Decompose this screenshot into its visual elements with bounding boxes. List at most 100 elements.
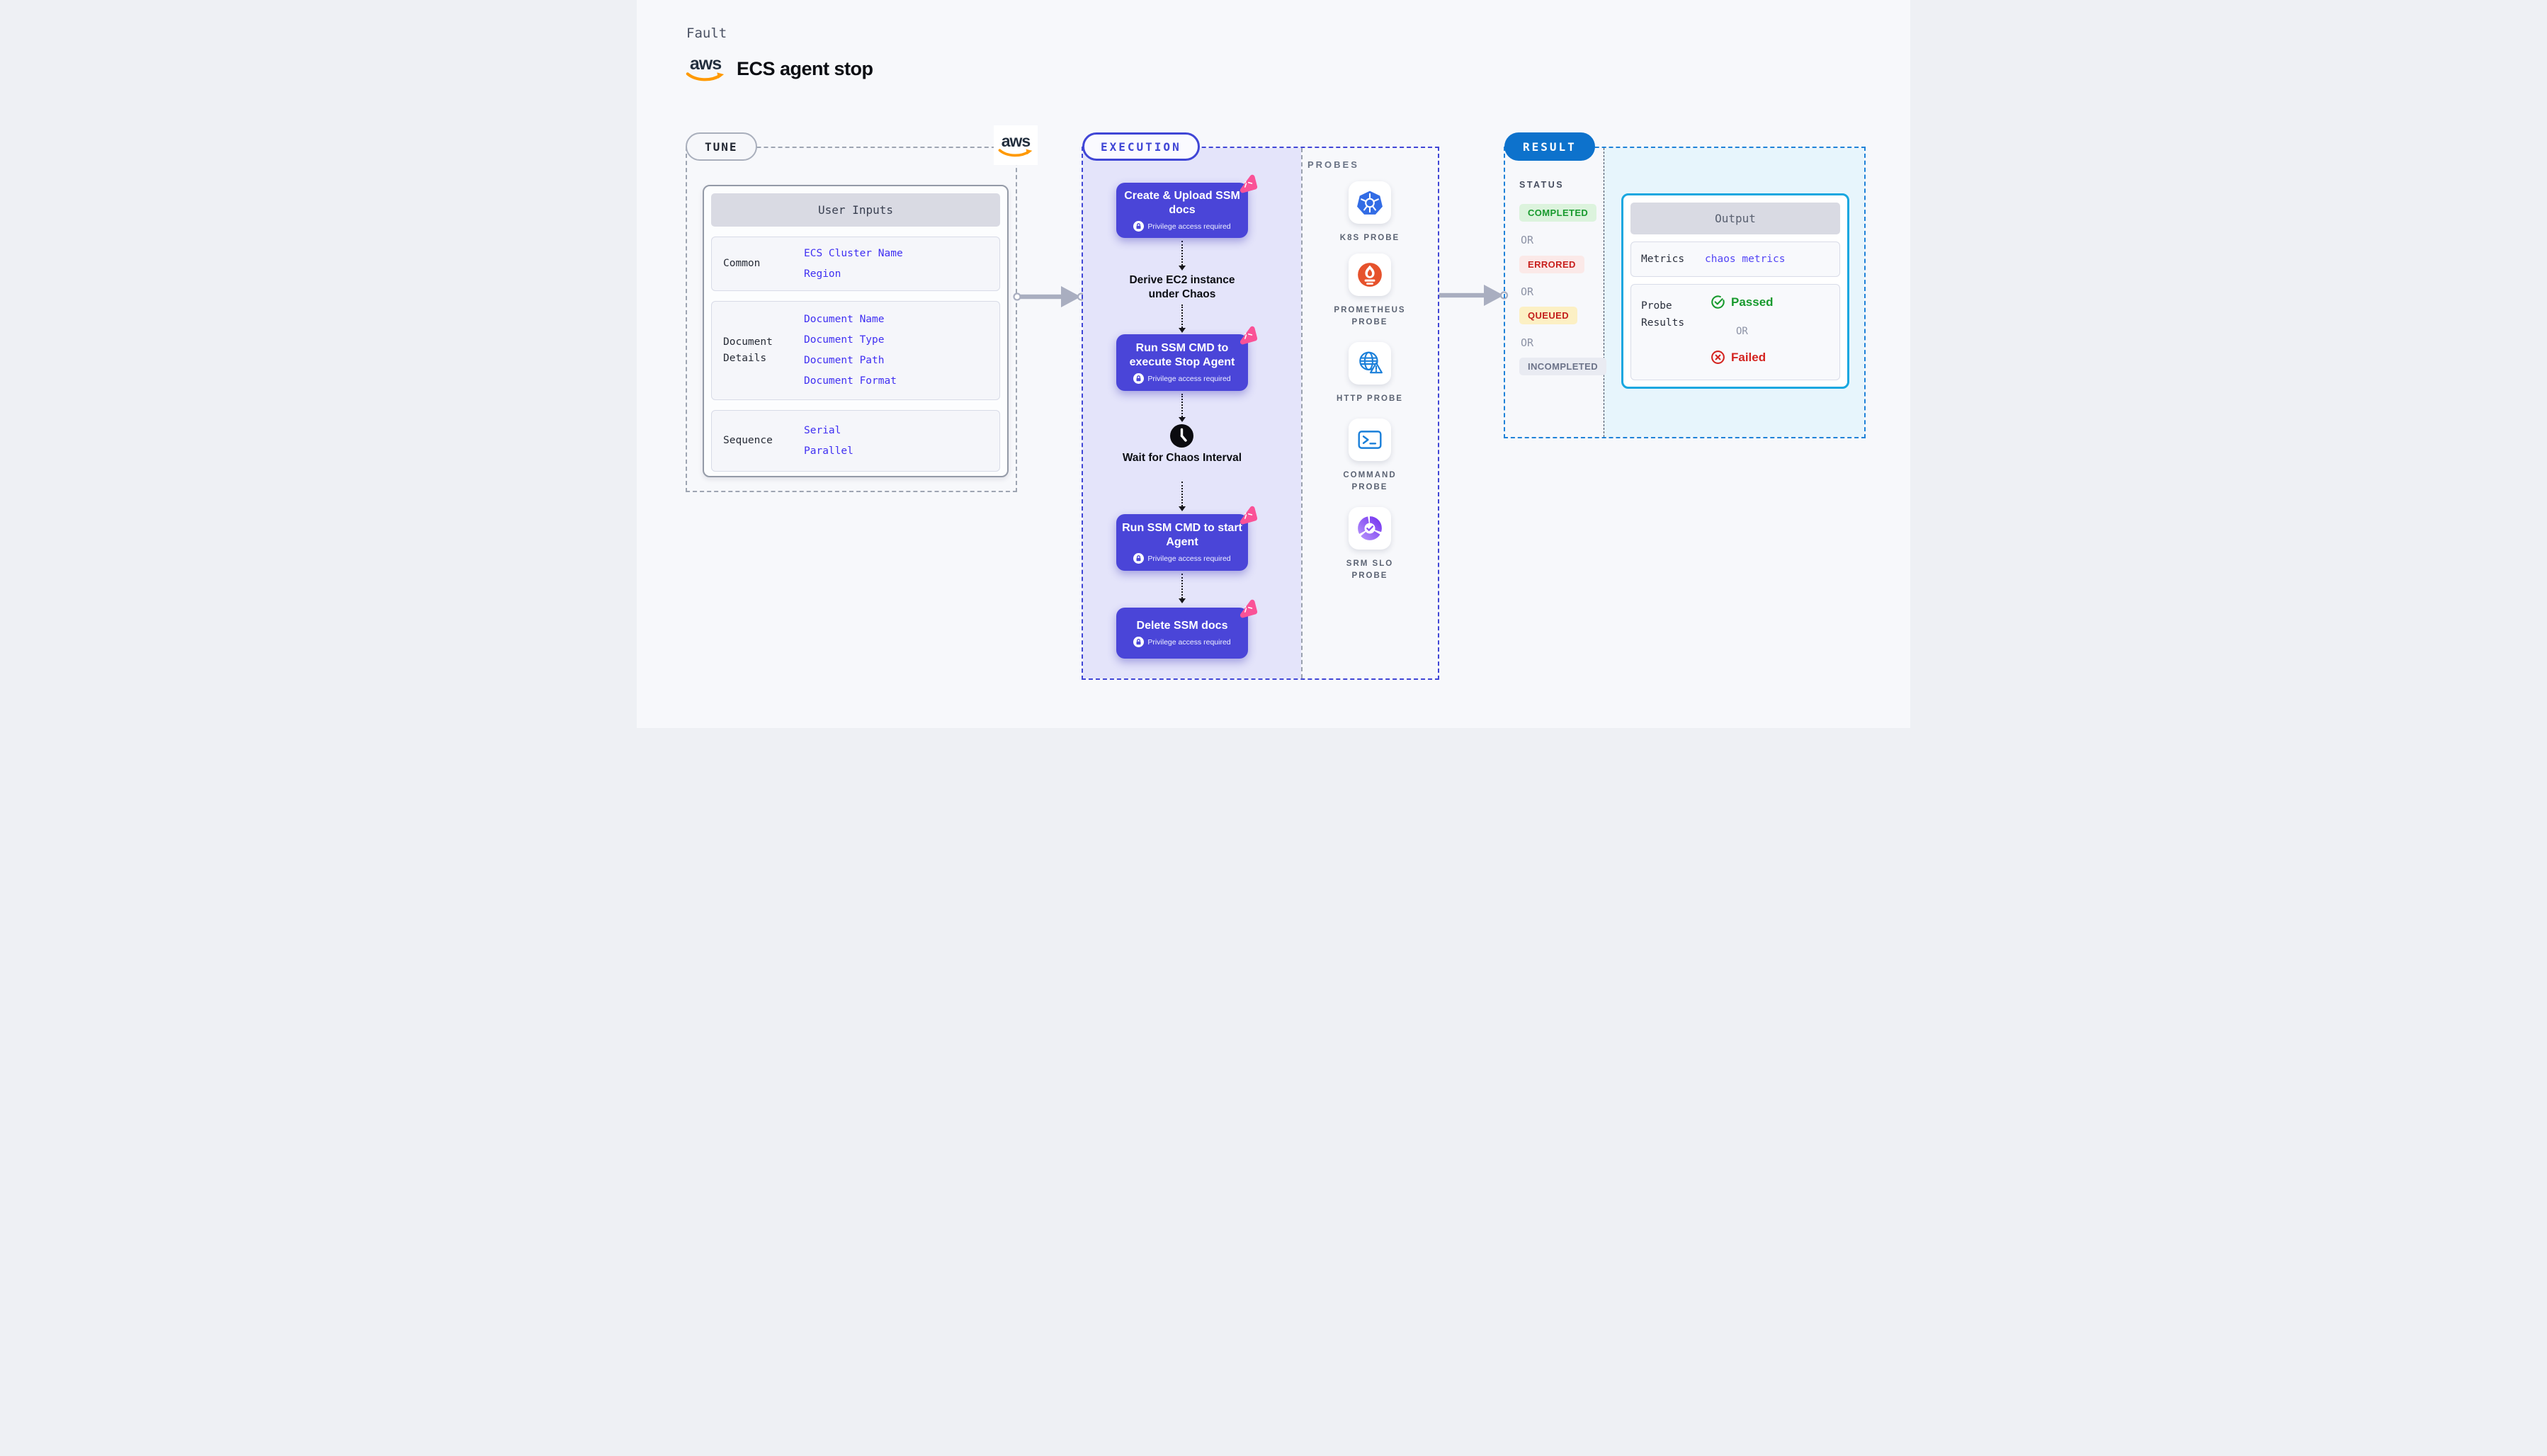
lock-icon <box>1133 373 1145 384</box>
step-delete-ssm-docs: Delete SSM docs Privilege access require… <box>1116 599 1258 659</box>
input-link[interactable]: Serial <box>804 424 841 436</box>
diagram-canvas: Fault aws ECS agent stop TUNE aws User I… <box>637 0 1910 728</box>
probe-http: HTTP PROBE <box>1331 342 1409 405</box>
output-card: Output Metrics chaos metrics Probe Resul… <box>1621 193 1849 389</box>
lock-icon <box>1133 637 1145 647</box>
tune-section <box>686 147 1017 492</box>
status-badge-completed: COMPLETED <box>1519 204 1597 222</box>
dotted-arrow-icon <box>1176 574 1188 603</box>
status-badge-errored: ERRORED <box>1519 256 1584 273</box>
probe-result-passed: Passed <box>1711 295 1774 309</box>
input-link[interactable]: Document Name <box>804 314 885 325</box>
user-input-row-common: Common ECS Cluster Name Region <box>711 237 1000 291</box>
privilege-note: Privilege access required <box>1133 373 1231 384</box>
dotted-arrow-icon <box>1176 394 1188 422</box>
status-badge-queued: QUEUED <box>1519 307 1578 324</box>
probe-results-label: Probe Results <box>1641 300 1685 329</box>
http-globe-icon <box>1359 351 1383 374</box>
aws-logo-icon: aws <box>686 55 725 82</box>
aws-smile-icon <box>998 148 1033 157</box>
input-link[interactable]: Parallel <box>804 445 853 457</box>
aws-logo-text: aws <box>689 54 722 74</box>
chaos-step-badge-icon <box>1240 506 1258 525</box>
probe-result-failed: Failed <box>1711 350 1766 365</box>
failed-x-icon <box>1711 351 1725 364</box>
status-heading: STATUS <box>1519 180 1565 190</box>
step-title: Run SSM CMD to execute Stop Agent <box>1129 342 1235 368</box>
or-label: OR <box>1736 326 1748 337</box>
user-inputs-header: User Inputs <box>711 193 1000 227</box>
step-title: Delete SSM docs <box>1136 620 1228 632</box>
status-badge-incompleted: INCOMPLETED <box>1519 358 1607 375</box>
dotted-arrow-icon <box>1176 305 1188 333</box>
probes-heading: PROBES <box>1307 159 1359 170</box>
probe-card <box>1349 507 1391 550</box>
step-run-ssm-cmd-stop-agent: Run SSM CMD to execute Stop Agent Privil… <box>1116 326 1258 391</box>
passed-check-icon <box>1711 295 1725 309</box>
flow-arrow-icon <box>1013 286 1086 307</box>
probe-prometheus: PROMETHEUS PROBE <box>1331 254 1409 329</box>
dotted-arrow-icon <box>1176 241 1188 271</box>
step-create-upload-ssm-docs: Create & Upload SSM docs Privilege acces… <box>1116 174 1258 238</box>
flow-note-derive-ec2: Derive EC2 instance under Chaos <box>1129 274 1235 300</box>
aws-logo-icon: aws <box>998 131 1033 158</box>
tune-pill: TUNE <box>686 132 757 161</box>
row-values: ECS Cluster Name Region <box>804 244 999 285</box>
step-title: Run SSM CMD to start Agent <box>1122 522 1242 548</box>
output-header: Output <box>1630 203 1840 234</box>
flow-arrow-icon <box>1439 285 1509 306</box>
or-label: OR <box>1521 234 1534 246</box>
title-row: aws ECS agent stop <box>686 55 873 82</box>
prometheus-icon <box>1358 263 1382 287</box>
probe-srm-slo: SRM SLO PROBE <box>1331 507 1409 582</box>
input-link[interactable]: ECS Cluster Name <box>804 247 903 259</box>
aws-smile-icon <box>686 72 725 81</box>
terminal-icon <box>1358 431 1382 449</box>
row-label: Document Details <box>723 336 773 364</box>
chaos-step-badge-icon <box>1240 174 1258 193</box>
input-link[interactable]: Region <box>804 268 841 280</box>
step-title: Create & Upload SSM docs <box>1124 190 1240 216</box>
result-pill: RESULT <box>1504 132 1595 161</box>
probe-card <box>1349 254 1391 296</box>
probe-command: COMMAND PROBE <box>1331 419 1409 494</box>
dotted-arrow-icon <box>1176 482 1188 511</box>
fault-kind-label: Fault <box>686 25 727 41</box>
aws-corner-logo: aws <box>994 125 1038 165</box>
probe-card <box>1349 181 1391 224</box>
probes-divider <box>1301 148 1303 678</box>
page-title: ECS agent stop <box>737 57 873 79</box>
probe-card <box>1349 419 1391 461</box>
metrics-label: Metrics <box>1641 254 1685 265</box>
step-run-ssm-cmd-start-agent: Run SSM CMD to start Agent Privilege acc… <box>1116 506 1258 571</box>
chaos-metrics-link[interactable]: chaos metrics <box>1705 254 1786 265</box>
privilege-note: Privilege access required <box>1133 637 1231 647</box>
user-input-row-document-details: Document Details Document Name Document … <box>711 301 1000 400</box>
flow-note-wait-interval: Wait for Chaos Interval <box>1122 452 1242 464</box>
srm-slo-donut-icon <box>1358 516 1382 540</box>
row-label: Sequence <box>723 434 773 446</box>
user-inputs-card: User Inputs Common ECS Cluster Name Regi… <box>703 185 1009 477</box>
row-label: Common <box>723 257 761 269</box>
chaos-step-badge-icon <box>1240 599 1258 618</box>
input-link[interactable]: Document Type <box>804 334 885 346</box>
input-link[interactable]: Document Path <box>804 355 885 366</box>
row-values: Serial Parallel <box>804 421 999 462</box>
execution-pill: EXECUTION <box>1082 132 1200 161</box>
or-label: OR <box>1521 285 1534 298</box>
privilege-note: Privilege access required <box>1133 553 1231 564</box>
chaos-step-badge-icon <box>1240 326 1258 345</box>
privilege-note: Privilege access required <box>1133 221 1231 232</box>
probe-card <box>1349 342 1391 385</box>
metrics-row: Metrics chaos metrics <box>1630 241 1840 277</box>
input-link[interactable]: Document Format <box>804 375 897 387</box>
lock-icon <box>1133 553 1145 564</box>
aws-logo-text: aws <box>1001 131 1031 150</box>
or-label: OR <box>1521 336 1534 349</box>
lock-icon <box>1133 221 1145 232</box>
user-input-row-sequence: Sequence Serial Parallel <box>711 410 1000 472</box>
probe-k8s: K8S PROBE <box>1331 181 1409 244</box>
wait-clock-icon <box>1169 423 1194 452</box>
probe-results-row: Probe Results Passed OR Failed <box>1630 284 1840 380</box>
row-values: Document Name Document Type Document Pat… <box>804 309 999 392</box>
